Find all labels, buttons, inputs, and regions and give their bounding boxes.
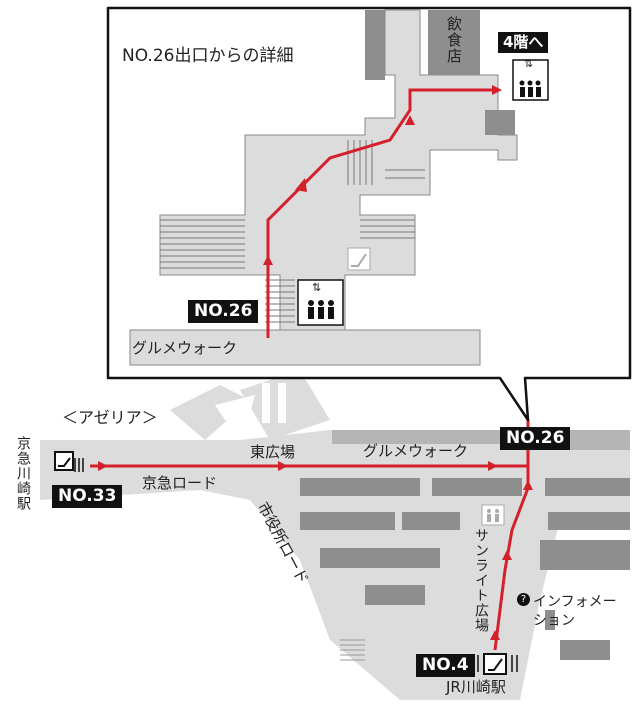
keikyu-road-label: 京急ロード — [142, 474, 218, 492]
elevator-icon — [481, 504, 505, 526]
east-plaza-label: 東広場 — [250, 443, 296, 461]
sunlight-plaza-label: サンライト広場 — [473, 528, 489, 633]
jr-station-label: JR川崎駅 — [446, 678, 506, 696]
elevator-icon — [308, 80, 541, 319]
escalator-icon — [347, 247, 371, 271]
detail-route-arrows — [263, 85, 502, 265]
azalea-label: ＜アゼリア＞ — [62, 408, 158, 427]
stairs-detail — [160, 140, 425, 323]
gourmet-walk-label: グルメウォーク — [132, 339, 238, 357]
exit-badge-26: NO.26 — [500, 427, 571, 450]
building-blocks — [300, 430, 630, 660]
restaurant-label: 飲食店 — [445, 16, 463, 64]
detail-title: NO.26出口からの詳細 — [122, 46, 294, 66]
escalator-icon — [467, 653, 518, 675]
floor-badge: 4階へ — [498, 32, 549, 53]
gourmet-walk-map-label: グルメウォーク — [363, 442, 469, 460]
info-center-label: インフォメーション — [533, 594, 617, 629]
info-icon: ? — [517, 593, 530, 606]
white-gaps — [215, 383, 286, 423]
elevator-arrows: ⇅ — [312, 281, 322, 294]
exit-badge-33: NO.33 — [52, 485, 123, 508]
stairs-bottom — [340, 639, 365, 661]
elevator-arrows: ⇅ — [524, 57, 534, 70]
exit-badge-4: NO.4 — [416, 654, 475, 677]
detail-route-line — [266, 88, 497, 338]
keikyu-station-label: 京急川崎駅 — [15, 436, 31, 511]
exit-badge-26-detail: NO.26 — [188, 300, 259, 323]
route-arrows — [98, 461, 533, 640]
escalator-icon — [54, 451, 84, 472]
